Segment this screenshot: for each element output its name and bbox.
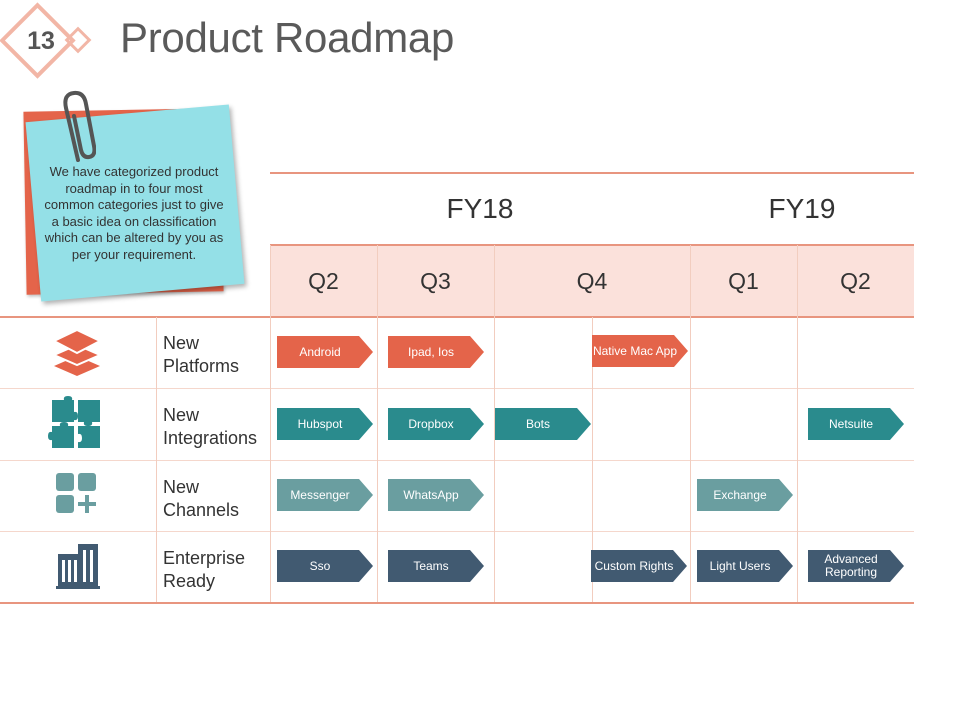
table-top-line — [270, 172, 914, 174]
roadmap-item-sso: Sso — [277, 550, 373, 582]
building-icon — [56, 544, 100, 589]
paperclip-icon — [63, 90, 96, 162]
apps-add-icon — [56, 473, 96, 513]
roadmap-item-light-users: Light Users — [697, 550, 793, 582]
quarter-fy19-q1: Q1 — [728, 268, 759, 294]
column-divider — [270, 245, 271, 602]
sticky-note-text: We have categorized product roadmap in t… — [44, 164, 224, 262]
roadmap-item-ipad-ios: Ipad, Ios — [388, 336, 484, 368]
quarter-fy18-q4: Q4 — [576, 268, 608, 294]
column-divider — [156, 317, 157, 602]
roadmap-item-bots: Bots — [495, 408, 591, 440]
slide-number-badge — [0, 2, 92, 79]
roadmap-item-messenger: Messenger — [277, 479, 373, 511]
roadmap-item-exchange: Exchange — [697, 479, 793, 511]
year-divider-line — [270, 244, 914, 246]
quarter-fy19-q2: Q2 — [840, 268, 871, 294]
roadmap-item-custom-rights: Custom Rights — [591, 550, 687, 582]
roadmap-item-dropbox: Dropbox — [388, 408, 484, 440]
slide-number: 13 — [27, 27, 55, 55]
category-label-enterprise-ready: Enterprise Ready — [163, 548, 246, 591]
fiscal-year-fy19: FY19 — [768, 193, 836, 224]
quarter-fy18-q3: Q3 — [420, 268, 451, 294]
row-divider — [0, 460, 914, 461]
column-divider — [592, 317, 593, 602]
fiscal-year-fy18: FY18 — [446, 193, 514, 224]
quarter-fy18-q2: Q2 — [308, 268, 339, 294]
roadmap-item-native-mac-app: Native Mac App — [592, 335, 688, 367]
roadmap-item-teams: Teams — [388, 550, 484, 582]
roadmap-item-netsuite: Netsuite — [808, 408, 904, 440]
layers-icon — [51, 328, 103, 376]
row-divider — [0, 388, 914, 389]
column-divider — [690, 245, 691, 602]
column-divider — [797, 245, 798, 602]
category-label-new-channels: New Channels — [163, 477, 240, 520]
row-divider — [0, 531, 914, 532]
roadmap-item-hubspot: Hubspot — [277, 408, 373, 440]
column-divider — [494, 245, 495, 602]
category-label-new-integrations: New Integrations — [163, 405, 258, 448]
roadmap-item-android: Android — [277, 336, 373, 368]
roadmap-item-advanced-reporting: Advanced Reporting — [808, 550, 904, 582]
column-divider — [377, 245, 378, 602]
table-bottom-line — [0, 602, 914, 604]
roadmap-item-whatsapp: WhatsApp — [388, 479, 484, 511]
puzzle-icon — [48, 396, 100, 448]
header-bottom-line — [0, 316, 914, 318]
page-title: Product Roadmap — [120, 14, 455, 61]
category-label-new-platforms: New Platforms — [163, 333, 240, 376]
